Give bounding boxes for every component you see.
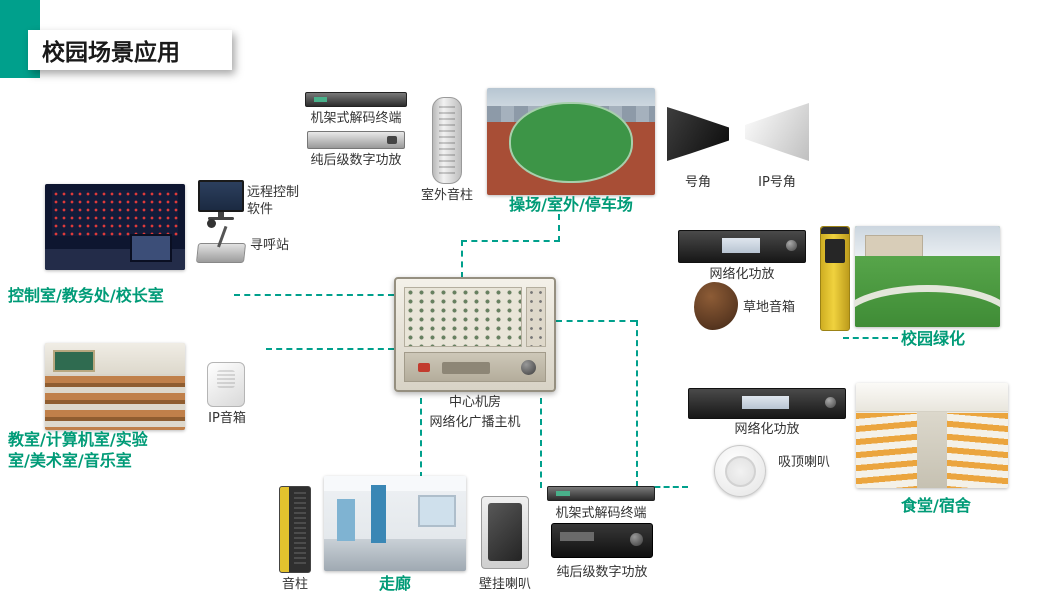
remote-software-label-line1: 远程控制 [247, 185, 300, 200]
central-room-label: 中心机房 [448, 395, 501, 410]
monitor-image [198, 180, 244, 224]
zone-label-playground: 操场/室外/停车场 [509, 195, 633, 214]
paging-station-base [195, 243, 247, 263]
network-amp-label-2: 网络化功放 [734, 422, 800, 437]
rack-decoder-label: 机架式解码终端 [310, 111, 402, 126]
ip-horn-label: IP号角 [758, 175, 796, 190]
lawn-speaker-label: 草地音箱 [743, 300, 796, 315]
connector-right-vertical [636, 320, 638, 487]
canteen-tables-left [856, 413, 917, 488]
connector-playground-horizontal [461, 240, 560, 242]
network-amp-image-2 [688, 388, 846, 419]
zone-label-canteen: 食堂/宿舍 [901, 496, 971, 515]
canteen-photo [856, 383, 1008, 488]
campus-path [855, 284, 1000, 327]
ceiling-speaker-image [714, 445, 766, 497]
lawn-speaker-image [694, 282, 738, 330]
connector-host-right [556, 320, 636, 322]
corridor-window [417, 495, 457, 528]
central-host-red-button [418, 363, 430, 372]
campus-building [865, 235, 924, 259]
corridor-floor [324, 538, 466, 571]
corridor-door [336, 498, 356, 541]
zone-label-corridor: 走廊 [378, 574, 411, 593]
playground-field [508, 101, 634, 184]
rack-decoder-image [305, 92, 407, 107]
classroom-photo [45, 343, 185, 430]
connector-host-top [461, 240, 463, 278]
remote-software-label-line2: 软件 [247, 202, 274, 217]
horn-speaker-image [667, 107, 729, 161]
classroom-blackboard [53, 349, 96, 372]
central-host-image [394, 277, 556, 392]
digital-amp-image-2 [551, 523, 653, 558]
canteen-ceiling [856, 383, 1008, 413]
digital-amp-image [307, 131, 405, 149]
canteen-tables-right [947, 413, 1008, 488]
zone-label-control-room: 控制室/教务处/校长室 [8, 286, 164, 305]
connector-control-to-host [234, 294, 394, 296]
canteen-aisle [916, 412, 948, 488]
connector-canteen-horizontal [636, 486, 688, 488]
corridor-photo [324, 476, 466, 571]
central-host-knob [521, 360, 536, 375]
connector-host-bottom-right [540, 398, 542, 488]
zone-label-classroom-line1: 教室/计算机室/实验 [8, 430, 148, 449]
connector-classroom-to-host [266, 348, 394, 350]
control-room-monitor [130, 233, 173, 263]
campus-green-photo [855, 226, 1000, 327]
page-title-text: 校园场景应用 [42, 40, 180, 66]
corridor-pillar [370, 484, 387, 544]
page-title: 校园场景应用 [28, 30, 232, 70]
corridor-ceiling [324, 476, 466, 492]
playground-photo [487, 88, 655, 195]
central-host-label: 网络化广播主机 [429, 415, 521, 430]
sound-column-label: 音柱 [281, 577, 308, 592]
control-room-photo [45, 184, 185, 270]
network-amp-label: 网络化功放 [709, 267, 775, 282]
zone-label-classroom-line2: 室/美术室/音乐室 [8, 451, 132, 470]
classroom-desks [45, 376, 185, 430]
ip-horn-image [745, 103, 809, 161]
connector-playground-vertical [558, 214, 560, 242]
sound-column-image [279, 486, 311, 573]
outdoor-column-image [432, 97, 462, 184]
connector-greenery-horizontal [843, 337, 898, 339]
connector-host-bottom-left [420, 398, 422, 478]
wall-speaker-image [481, 496, 529, 569]
monitor-base [208, 217, 234, 220]
paging-station-label: 寻呼站 [250, 238, 290, 253]
ceiling-speaker-label: 吸顶喇叭 [778, 455, 831, 470]
rack-decoder-label-2: 机架式解码终端 [555, 506, 647, 521]
paging-station-mic-head [207, 219, 216, 228]
ip-pole-speaker-image [820, 226, 850, 331]
central-host-button-grid [404, 287, 522, 347]
central-host-slot [442, 362, 490, 374]
horn-label: 号角 [684, 175, 711, 190]
ip-speaker-image [207, 362, 245, 407]
central-host-side-panel [526, 287, 546, 347]
ip-speaker-label: IP音箱 [208, 411, 246, 426]
digital-amp-label: 纯后级数字功放 [310, 153, 402, 168]
paging-station-image [195, 219, 247, 265]
wall-speaker-label: 壁挂喇叭 [478, 577, 531, 592]
monitor-screen [198, 180, 244, 212]
rack-decoder-image-2 [547, 486, 655, 501]
monitor-stand [218, 212, 224, 217]
network-amp-image [678, 230, 806, 263]
zone-label-greenery: 校园绿化 [901, 329, 966, 348]
digital-amp-label-2: 纯后级数字功放 [556, 565, 648, 580]
control-room-led-wall [52, 190, 178, 237]
outdoor-column-label: 室外音柱 [420, 188, 473, 203]
